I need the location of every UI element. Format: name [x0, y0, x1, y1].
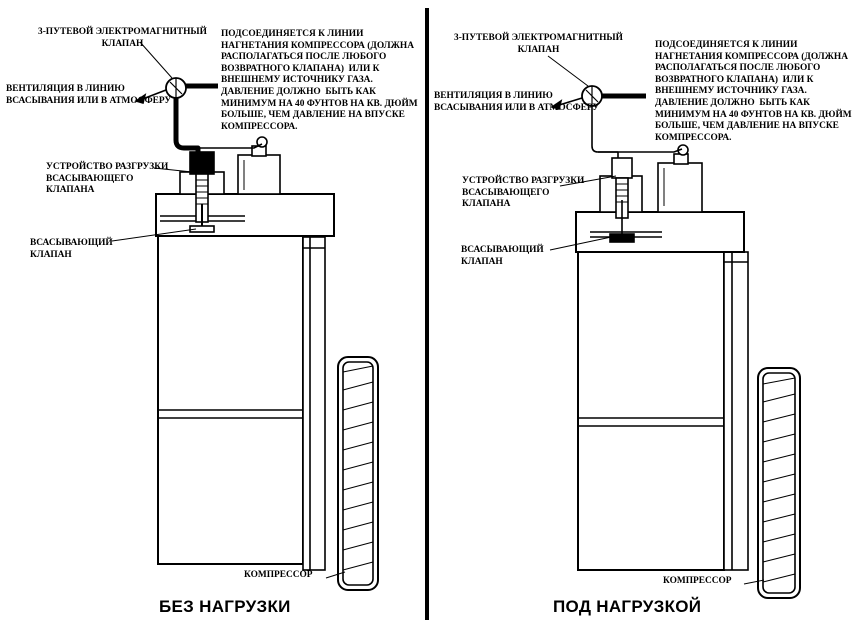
unloader-assembly-unloaded [179, 151, 225, 233]
label-suction-valve-loaded: ВСАСЫВАЮЩИЙ КЛАПАН [461, 245, 544, 267]
compressor-body-loaded [577, 239, 749, 571]
discharge-fitting-unloaded [237, 136, 281, 195]
caption-loaded: ПОД НАГРУЗКОЙ [553, 597, 702, 616]
label-vent-loaded: ВЕНТИЛЯЦИЯ В ЛИНИЮ ВСАСЫВАНИЯ ИЛИ В АТМО… [434, 91, 600, 113]
panel-divider [425, 8, 429, 620]
compressor-head-unloaded [155, 193, 335, 237]
compressor-drawing-loaded [547, 55, 801, 599]
label-solenoid-valve-unloaded: 3-ПУТЕВОЙ ЭЛЕКТРОМАГНИТНЫЙ КЛАПАН [38, 27, 207, 49]
pulley-loaded [757, 367, 801, 599]
label-unloader-unloaded: УСТРОЙСТВО РАЗГРУЗКИ ВСАСЫВАЮЩЕГО КЛАПАН… [46, 162, 169, 196]
pulley-unloaded [337, 356, 379, 591]
unloader-assembly-loaded [599, 157, 643, 243]
label-connect-note-unloaded: ПОДСОЕДИНЯЕТСЯ К ЛИНИИ НАГНЕТАНИЯ КОМПРЕ… [221, 29, 418, 132]
piping-loaded [550, 85, 683, 158]
label-suction-valve-unloaded: ВСАСЫВАЮЩИЙ КЛАПАН [30, 238, 113, 260]
label-solenoid-valve-loaded: 3-ПУТЕВОЙ ЭЛЕКТРОМАГНИТНЫЙ КЛАПАН [454, 33, 623, 55]
compressor-body-unloaded [157, 223, 326, 571]
compressor-head-loaded [575, 211, 745, 253]
label-unloader-loaded: УСТРОЙСТВО РАЗГРУЗКИ ВСАСЫВАЮЩЕГО КЛАПАН… [462, 176, 585, 210]
leaders-unloaded [111, 41, 346, 579]
label-connect-note-loaded: ПОДСОЕДИНЯЕТСЯ К ЛИНИИ НАГНЕТАНИЯ КОМПРЕ… [655, 40, 852, 143]
compressor-drawing-unloaded [111, 41, 379, 591]
discharge-fitting-loaded [657, 144, 703, 213]
piping-unloaded [134, 77, 263, 154]
label-vent-unloaded: ВЕНТИЛЯЦИЯ В ЛИНИЮ ВСАСЫВАНИЯ ИЛИ В АТМО… [6, 84, 172, 106]
label-compressor-loaded: КОМПРЕССОР [663, 576, 732, 586]
leaders-loaded [547, 55, 765, 585]
label-compressor-unloaded: КОМПРЕССОР [244, 570, 313, 580]
caption-unloaded: БЕЗ НАГРУЗКИ [159, 597, 291, 616]
